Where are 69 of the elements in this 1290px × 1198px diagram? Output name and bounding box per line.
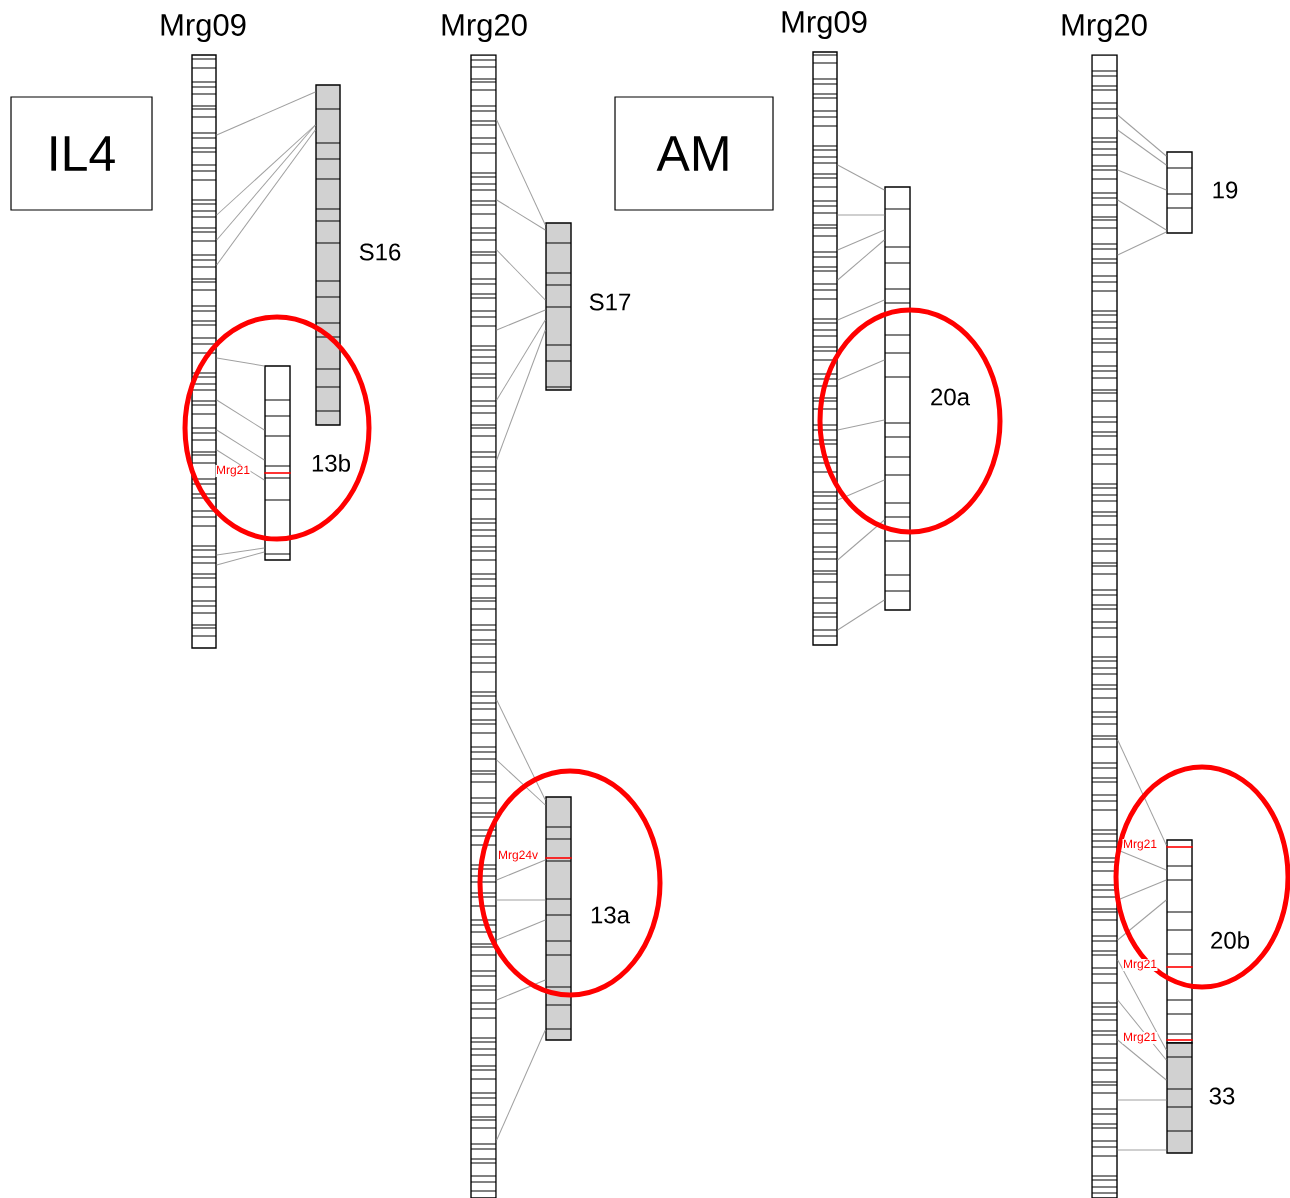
node-label: 20a <box>931 388 971 406</box>
connecting-line <box>216 124 316 241</box>
connecting-line <box>837 299 885 321</box>
connecting-line <box>496 319 546 401</box>
linkage-bar: 13a <box>545 796 630 1041</box>
node-label: S17 <box>589 293 631 311</box>
connecting-line <box>216 129 316 266</box>
connecting-line <box>216 547 265 556</box>
connecting-line <box>837 229 885 251</box>
node-label: Mrg09 <box>782 10 867 40</box>
marker-label: Mrg21 <box>1122 959 1158 971</box>
connecting-line <box>837 359 885 381</box>
node-label: 13a <box>591 906 631 924</box>
connecting-line <box>496 119 546 226</box>
node-label: 13b <box>312 454 351 472</box>
linkage-bar: 20a <box>884 186 970 611</box>
connecting-line <box>216 399 265 431</box>
connecting-line <box>1117 129 1167 166</box>
connecting-line <box>837 239 885 281</box>
connecting-line <box>1117 1149 1167 1151</box>
connecting-line <box>496 1029 546 1141</box>
connecting-line <box>496 329 546 461</box>
marker-label: Mrg21 <box>215 465 251 477</box>
label-box: AM <box>614 96 774 211</box>
connecting-line <box>496 309 546 331</box>
connecting-line <box>1117 739 1167 846</box>
connecting-line <box>837 599 885 631</box>
connecting-line <box>216 429 265 461</box>
connecting-line <box>216 449 265 481</box>
connecting-line <box>496 759 546 806</box>
connecting-line <box>1117 199 1167 231</box>
connecting-line <box>837 214 885 216</box>
connecting-line <box>496 979 546 1001</box>
connecting-line <box>837 419 885 431</box>
marker-label: Mrg21 <box>1122 839 1158 851</box>
connecting-line <box>496 859 546 881</box>
node-label: 20b <box>1211 931 1250 949</box>
linkage-bar: 20b <box>1166 839 1249 1044</box>
label-box: IL4 <box>10 96 153 211</box>
node-label: Mrg20 <box>442 13 527 43</box>
connecting-line <box>1117 114 1167 157</box>
connecting-line <box>1117 1099 1167 1101</box>
connecting-line <box>496 249 546 301</box>
connecting-line <box>1117 1039 1167 1081</box>
node-label: Mrg09 <box>161 13 246 43</box>
connecting-line <box>1117 959 1167 1051</box>
connecting-line <box>1117 879 1167 901</box>
connecting-line <box>496 699 546 801</box>
chromosome-bar: Mrg09 <box>782 10 867 646</box>
node-label: S16 <box>359 243 401 261</box>
connecting-line <box>1117 899 1167 941</box>
linkage-bar: S17 <box>545 222 631 391</box>
marker-label: Mrg21 <box>1122 1032 1158 1044</box>
connecting-line <box>216 551 265 566</box>
connecting-line <box>216 124 316 216</box>
node-label: 19 <box>1213 181 1238 199</box>
connecting-line <box>496 899 546 901</box>
connecting-line <box>837 164 885 191</box>
connecting-line <box>216 91 316 136</box>
node-label: 33 <box>1209 1087 1235 1105</box>
linkage-bar: 19 <box>1166 151 1238 234</box>
marker-label: Mrg24v <box>497 850 539 862</box>
linkage-bar: 33 <box>1166 1042 1235 1154</box>
connecting-line <box>1117 169 1167 191</box>
connecting-line <box>496 199 546 231</box>
connecting-line <box>216 357 265 367</box>
connecting-line <box>496 919 546 941</box>
node-label: Mrg20 <box>1062 13 1147 43</box>
connecting-line <box>1117 231 1167 256</box>
